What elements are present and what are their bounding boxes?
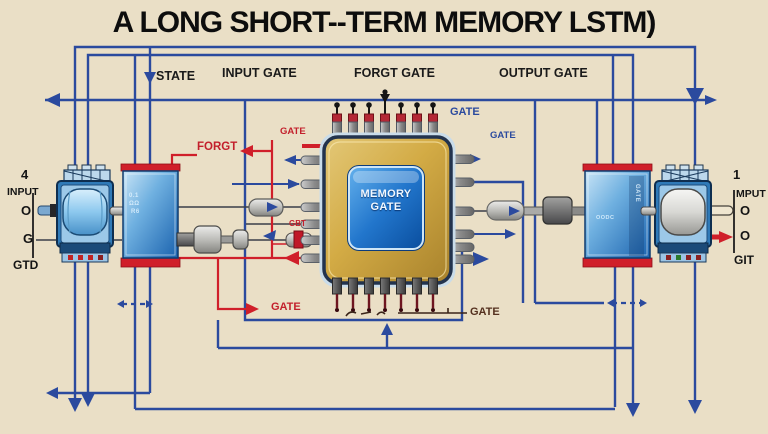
right-box-vertical-text: GATE — [634, 184, 640, 203]
red-arrowheads — [240, 145, 733, 315]
bottom-gate-trace — [345, 308, 467, 317]
label-gate-red-top: GATE — [280, 126, 306, 137]
left-terminal-port2: G — [23, 231, 34, 246]
blue-wires — [45, 45, 713, 411]
left-box-text1: 0.1 — [129, 193, 139, 199]
label-input-gate: INPUT GATE — [222, 66, 297, 80]
label-gbt-red: GBT — [289, 219, 306, 228]
label-state: STATE — [156, 69, 196, 83]
right-terminal-input: MPUT — [736, 188, 766, 200]
right-terminal-port1: O — [740, 203, 751, 218]
chip-bottom-pins — [332, 277, 438, 312]
chip-label-line1: MEMORY — [360, 188, 412, 200]
right-terminal-ground: GIT — [734, 253, 754, 267]
left-gate-box — [120, 163, 181, 268]
left-box-text3: R6 — [131, 209, 140, 215]
left-terminal-input: INPUT — [7, 186, 39, 198]
memory-chip — [300, 89, 475, 312]
right-transformer — [640, 164, 712, 263]
label-gate-blue-lower: GATE — [490, 130, 516, 141]
chip-label-line2: GATE — [370, 201, 402, 213]
left-terminal-port1: O — [21, 203, 32, 218]
label-gate-brown: GATE — [470, 306, 500, 318]
label-forget-gate: FORGT GATE — [354, 66, 436, 80]
left-terminal-number: 4 — [21, 167, 29, 182]
left-terminal-lines — [32, 193, 59, 258]
right-gate-box — [582, 163, 653, 268]
label-gate-red-bottom: GATE — [271, 301, 301, 313]
left-terminal-ground: GTD — [13, 258, 39, 272]
label-gate-blue-upper: GATE — [450, 106, 480, 118]
right-terminal-number: 1 — [733, 167, 741, 182]
left-box-text2: ΩΩ — [129, 201, 140, 207]
right-axle-components — [486, 196, 586, 225]
chip-top-pins — [332, 89, 438, 141]
label-forget-red: FORGT — [197, 141, 238, 153]
right-terminal-port2: O — [740, 228, 751, 243]
left-transformer — [56, 164, 126, 263]
right-box-bottom-text: OODC — [596, 215, 615, 221]
right-terminal-lines — [707, 190, 735, 253]
blue-wires-dashed — [122, 301, 642, 306]
label-output-gate: OUTPUT GATE — [499, 66, 588, 80]
diagram-title: A LONG SHORT--TERM MEMORY LSTM) — [112, 6, 657, 39]
